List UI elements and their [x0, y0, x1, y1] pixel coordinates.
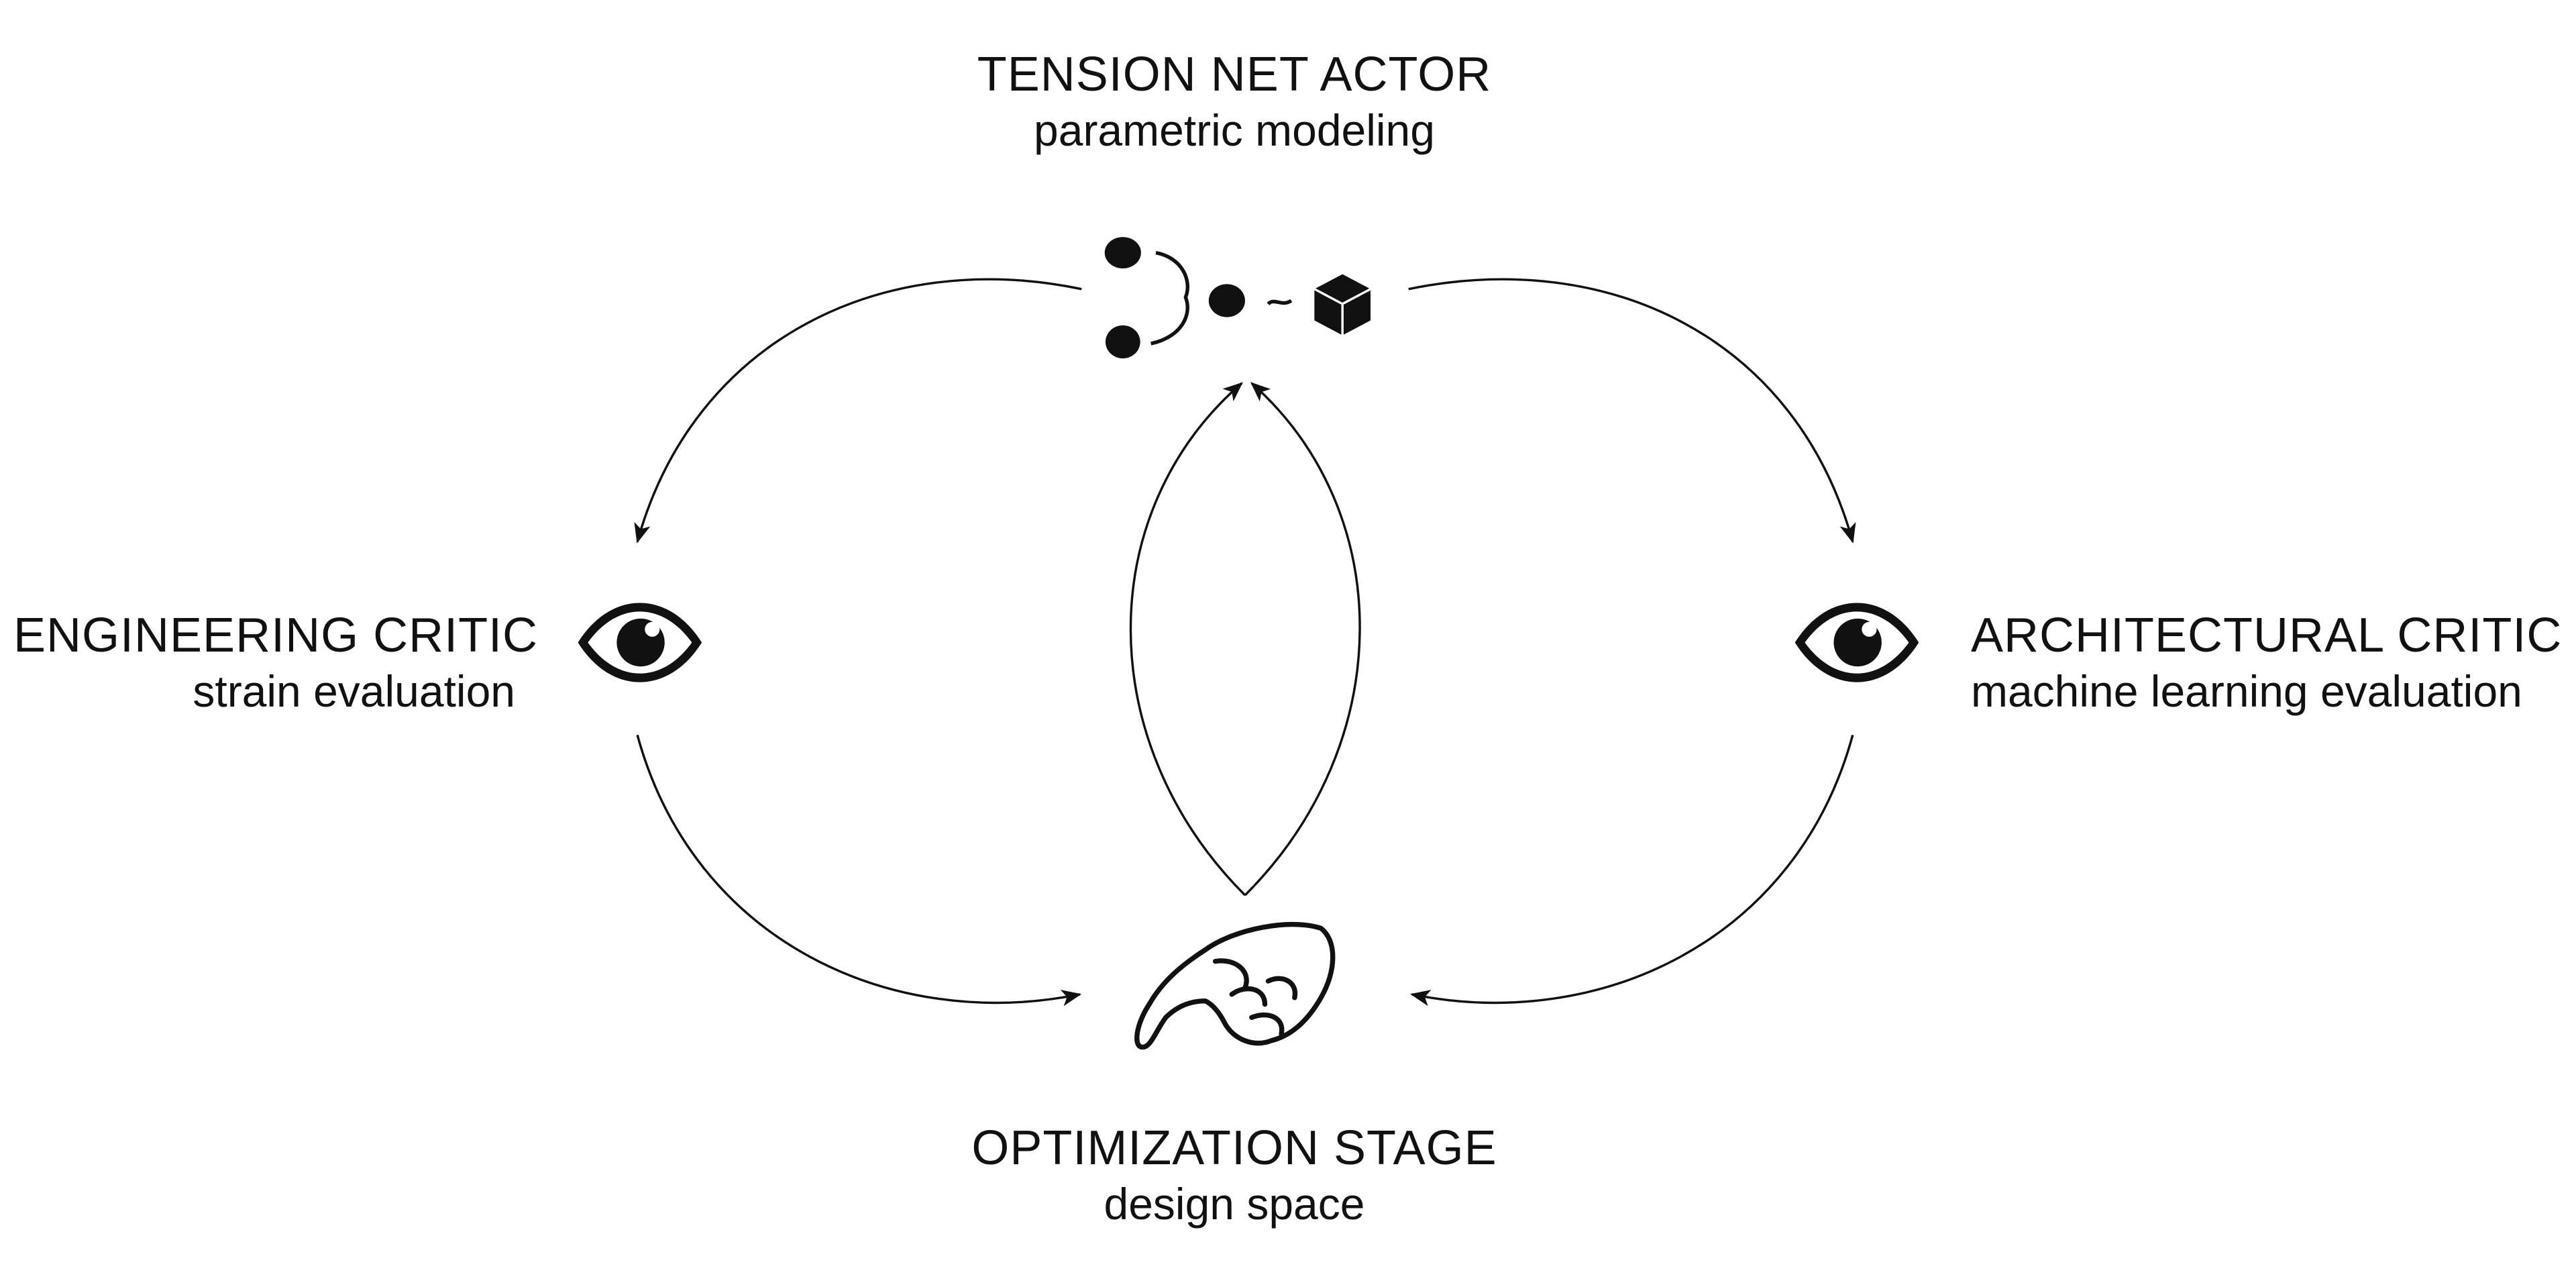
parametric-model-icon: [1104, 237, 1371, 359]
node-architectural-critic: ARCHITECTURAL CRITIC machine learning ev…: [1971, 607, 2561, 718]
edge-architectural-to-optimization: [1410, 734, 1854, 1007]
eye-icon: [578, 603, 702, 682]
node-optimization-subtitle: design space: [1104, 1179, 1365, 1229]
node-architectural-title: ARCHITECTURAL CRITIC: [1971, 609, 2563, 662]
node-actor: TENSION NET ACTOR parametric modeling: [953, 46, 1516, 157]
edge-actor-to-engineering: [634, 278, 1082, 544]
edge-optimization-to-actor-right: [1244, 382, 1361, 896]
edge-optimization-to-actor-left: [1129, 382, 1246, 896]
eye-icon: [1794, 603, 1919, 682]
node-optimization-title: OPTIMIZATION STAGE: [971, 1121, 1497, 1175]
node-actor-title: TENSION NET ACTOR: [977, 48, 1492, 101]
node-engineering-title: ENGINEERING CRITIC: [13, 609, 539, 662]
edge-engineering-to-optimization: [636, 734, 1082, 1007]
node-architectural-subtitle: machine learning evaluation: [1971, 666, 2522, 716]
node-engineering-critic: ENGINEERING CRITIC strain evaluation: [13, 607, 539, 718]
node-optimization-stage: OPTIMIZATION STAGE design space: [953, 1119, 1516, 1231]
node-actor-subtitle: parametric modeling: [1034, 105, 1435, 155]
pointing-hand-icon: [1134, 921, 1336, 1050]
node-engineering-subtitle: strain evaluation: [193, 666, 515, 716]
edge-actor-to-architectural: [1408, 278, 1856, 544]
